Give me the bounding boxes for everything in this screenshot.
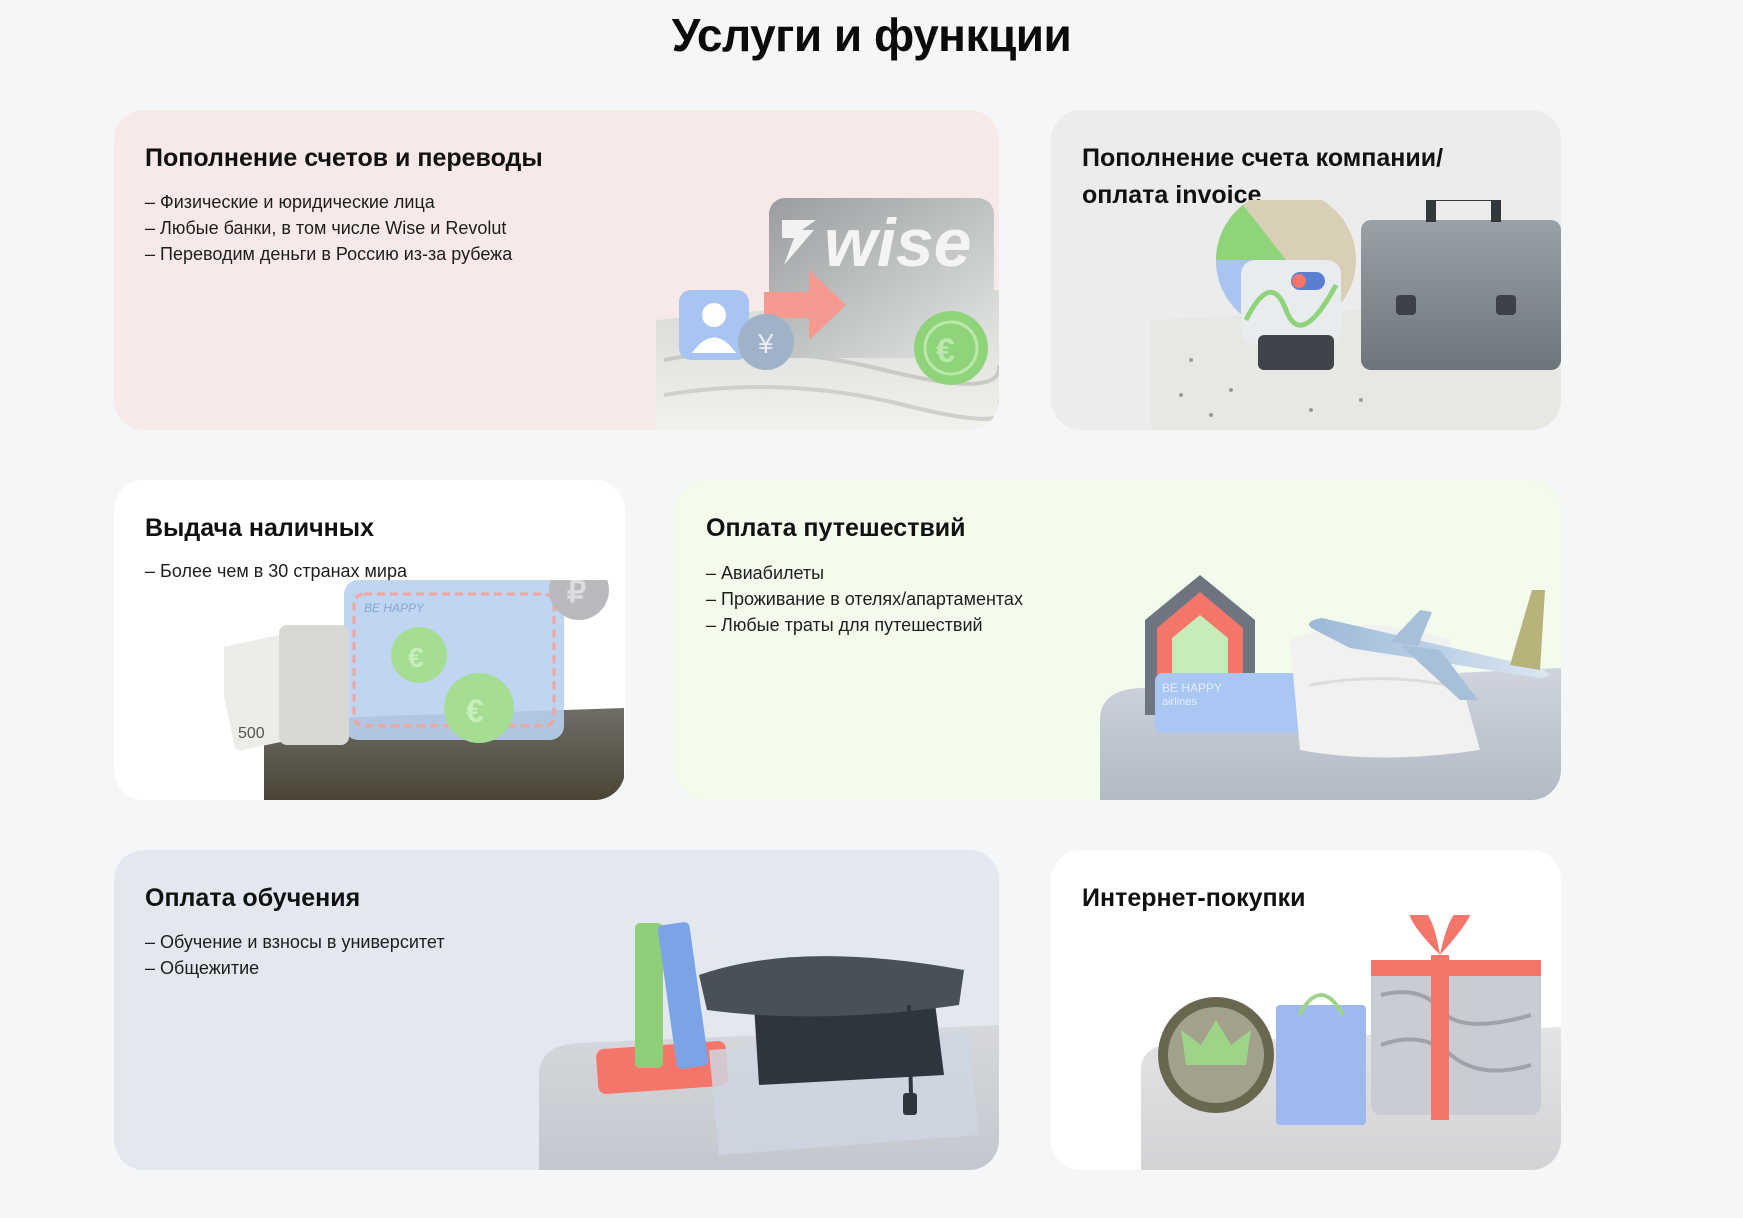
card-feature-list: – Обучение и взносы в университет – Обще…	[145, 929, 445, 981]
wise-logo-text: wise	[824, 205, 971, 281]
euro-coin-icon: €	[408, 642, 424, 673]
cash-illustration: BE HAPPY 500 € € ₽	[224, 580, 624, 800]
gift-box-icon	[1371, 965, 1541, 1115]
coin-shape	[738, 314, 794, 370]
line-chart-icon	[1243, 283, 1339, 328]
card-title: Пополнение счета компании/ оплата invoic…	[1082, 140, 1443, 214]
graduation-cap-icon	[699, 956, 964, 1017]
list-item: – Обучение и взносы в университет	[145, 932, 445, 952]
chart-widget-base	[1258, 335, 1334, 370]
list-item: – Проживание в отелях/апартаментах	[706, 589, 1023, 609]
briefcase-icon	[1496, 295, 1516, 315]
gift-ribbon-icon	[1371, 960, 1541, 976]
list-item: – Любые траты для путешествий	[706, 615, 983, 635]
ruble-coin-icon: ₽	[567, 580, 586, 609]
list-item: – Более чем в 30 странах мира	[145, 561, 407, 581]
pie-chart-icon	[1216, 205, 1286, 260]
euro-coin-icon	[444, 673, 514, 743]
list-item: – Авиабилеты	[706, 563, 825, 583]
banknote-value-text: 500	[238, 725, 265, 742]
shopping-bag-icon	[1276, 1005, 1366, 1125]
ticket-text: airlines	[1162, 696, 1197, 708]
card-title-line: Пополнение счета компании/	[1082, 144, 1444, 172]
gift-box-icon	[1380, 1037, 1532, 1073]
ticket-text: BE HAPPY	[1162, 681, 1222, 695]
card-title: Оплата путешествий	[706, 514, 966, 542]
shopping-bag-icon	[1297, 993, 1345, 1016]
currency-icon: ¥	[757, 328, 774, 359]
user-icon	[702, 303, 726, 327]
list-item: – Физические и юридические лица	[145, 192, 435, 212]
euro-coin-icon	[923, 320, 979, 376]
briefcase-icon	[1426, 200, 1501, 222]
card-brand-text: BE HAPPY	[364, 601, 425, 615]
page-title: Услуги и функции	[671, 9, 1072, 61]
invoice-illustration	[1151, 200, 1561, 430]
graduation-cap-icon	[754, 995, 944, 1085]
card-title: Оплата обучения	[145, 884, 361, 912]
service-card-company-invoice[interactable]: Пополнение счета компании/ оплата invoic…	[1051, 110, 1561, 430]
education-illustration	[539, 922, 999, 1170]
card-title: Пополнение счетов и переводы	[145, 144, 543, 172]
card-title: Выдача наличных	[145, 514, 375, 542]
gift-ribbon-icon	[1431, 955, 1449, 1120]
travel-illustration: BE HAPPY airlines	[1100, 575, 1561, 800]
card-feature-list: – Более чем в 30 странах мира	[145, 558, 407, 584]
service-card-education[interactable]: Оплата обучения – Обучение и взносы в ун…	[114, 850, 999, 1170]
wise-flag-icon	[782, 220, 816, 265]
arrow-right-icon	[764, 270, 846, 340]
banknote-icon	[279, 625, 349, 745]
boarding-pass-icon	[1155, 673, 1315, 733]
euro-coin-icon	[391, 627, 447, 683]
list-item: – Общежитие	[145, 958, 260, 978]
user-icon	[692, 337, 736, 353]
euro-coin-icon: €	[466, 693, 484, 729]
book-icon	[635, 923, 663, 1068]
graduation-cap-icon	[903, 1093, 917, 1115]
airplane-icon	[1510, 590, 1545, 670]
briefcase-icon	[1361, 220, 1561, 370]
gift-bow-icon	[1409, 915, 1440, 955]
ruble-coin-icon	[549, 580, 609, 620]
transfer-illustration: wise ¥ €	[656, 198, 999, 430]
card-feature-list: – Авиабилеты – Проживание в отелях/апарт…	[706, 560, 1023, 638]
toggle-icon	[1292, 274, 1306, 288]
wave-line	[663, 385, 999, 421]
book-icon	[657, 922, 709, 1069]
list-item: – Любые банки, в том числе Wise и Revolu…	[145, 218, 507, 238]
service-card-cash-withdrawal[interactable]: Выдача наличных – Более чем в 30 странах…	[114, 480, 625, 800]
service-card-online-shopping[interactable]: Интернет-покупки	[1051, 850, 1561, 1170]
bank-card-shape	[352, 592, 556, 728]
airplane-icon	[1390, 610, 1432, 646]
service-card-travel[interactable]: Оплата путешествий – Авиабилеты – Прожив…	[675, 480, 1561, 800]
card-title-line: оплата invoice	[1082, 181, 1262, 209]
shopping-illustration	[1141, 915, 1561, 1170]
airplane-icon	[1400, 645, 1478, 700]
gift-bow-icon	[1440, 915, 1471, 955]
briefcase-icon	[1396, 295, 1416, 315]
card-title: Интернет-покупки	[1082, 884, 1306, 912]
card-feature-list: – Физические и юридические лица – Любые …	[145, 189, 512, 267]
crown-icon	[1181, 1020, 1251, 1065]
graduation-cap-icon	[907, 1004, 913, 1096]
list-item: – Переводим деньги в Россию из-за рубежа	[145, 244, 513, 264]
service-card-transfers[interactable]: Пополнение счетов и переводы – Физически…	[114, 110, 999, 430]
airplane-icon	[1308, 618, 1549, 678]
euro-coin-icon: €	[936, 332, 955, 370]
